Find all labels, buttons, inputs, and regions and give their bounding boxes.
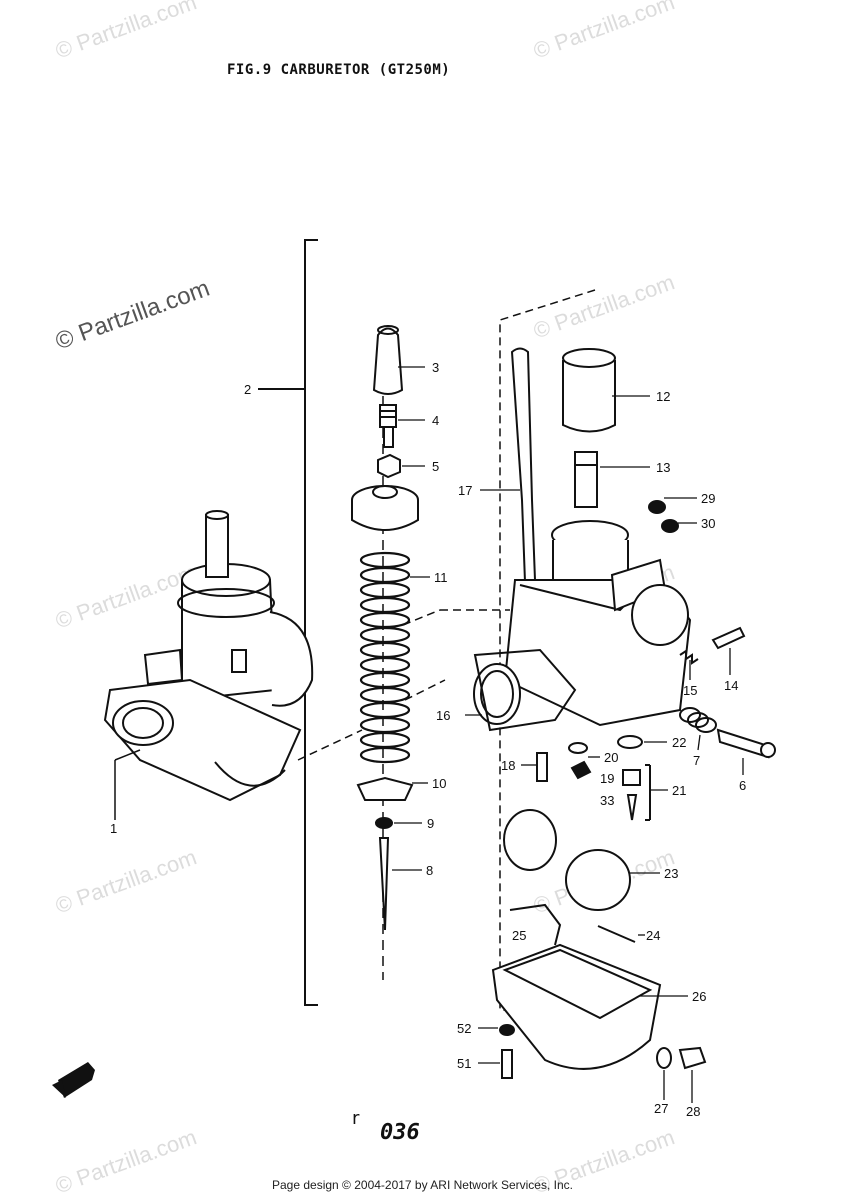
callout-11: 11 bbox=[434, 570, 448, 585]
callout-19: 19 bbox=[600, 771, 614, 786]
callout-12: 12 bbox=[656, 389, 670, 404]
callout-16: 16 bbox=[436, 708, 450, 723]
callout-51: 51 bbox=[457, 1056, 471, 1071]
callout-52: 52 bbox=[457, 1021, 471, 1036]
callout-29: 29 bbox=[701, 491, 715, 506]
figure-title: FIG.9 CARBURETOR (GT250M) bbox=[227, 62, 451, 78]
callout-9: 9 bbox=[427, 816, 434, 831]
callout-3: 3 bbox=[432, 360, 439, 375]
callout-6: 6 bbox=[739, 778, 746, 793]
callout-20: 20 bbox=[604, 750, 618, 765]
callout-17: 17 bbox=[458, 483, 472, 498]
page-number: 036 bbox=[380, 1120, 420, 1145]
callout-24: 24 bbox=[646, 928, 660, 943]
callout-18: 18 bbox=[501, 758, 515, 773]
callout-2: 2 bbox=[244, 382, 251, 397]
callout-13: 13 bbox=[656, 460, 670, 475]
callout-23: 23 bbox=[664, 866, 678, 881]
callout-21: 21 bbox=[672, 783, 686, 798]
callout-14: 14 bbox=[724, 678, 738, 693]
callout-5: 5 bbox=[432, 459, 439, 474]
callout-4: 4 bbox=[432, 413, 439, 428]
callout-7: 7 bbox=[693, 753, 700, 768]
front-direction-arrow-icon bbox=[52, 1062, 95, 1098]
callout-15: 15 bbox=[683, 683, 697, 698]
callout-25: 25 bbox=[512, 928, 526, 943]
callout-27: 27 bbox=[654, 1101, 668, 1116]
callout-33: 33 bbox=[600, 793, 614, 808]
callout-1: 1 bbox=[110, 821, 117, 836]
callout-22: 22 bbox=[672, 735, 686, 750]
callout-28: 28 bbox=[686, 1104, 700, 1119]
footer-credit: Page design © 2004-2017 by ARI Network S… bbox=[271, 1178, 573, 1192]
page-mark: r bbox=[352, 1108, 360, 1129]
callout-8: 8 bbox=[426, 863, 433, 878]
callout-30: 30 bbox=[701, 516, 715, 531]
callout-10: 10 bbox=[432, 776, 446, 791]
callout-26: 26 bbox=[692, 989, 706, 1004]
